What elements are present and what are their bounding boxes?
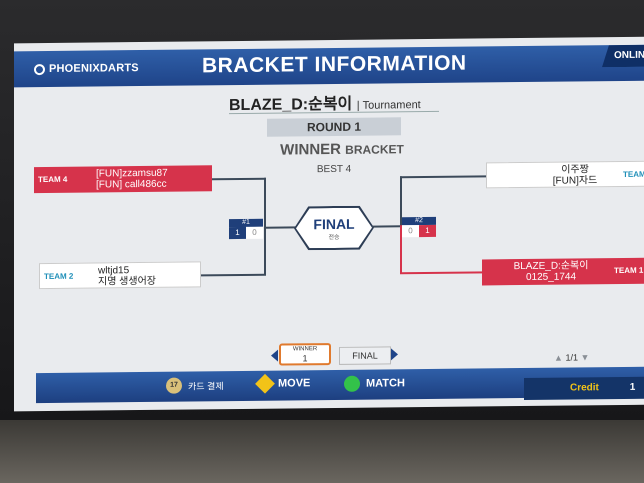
- credit-display: Credit 1: [524, 376, 644, 401]
- bracket-line: [264, 226, 296, 229]
- card-payment-label: 카드 결제: [188, 380, 224, 392]
- player-name: [FUN]zzamsu87: [96, 167, 168, 180]
- final-tab[interactable]: FINAL: [339, 346, 391, 365]
- logo-text: PHOENIXDARTS: [49, 62, 139, 75]
- score-cell: 1: [419, 224, 436, 238]
- winner-tab-number: 1: [302, 353, 308, 364]
- match-score-left: #1 1 0: [229, 218, 263, 240]
- player-names: [FUN]zzamsu87 [FUN] call486cc: [96, 168, 168, 191]
- credit-label: Credit: [570, 382, 599, 394]
- card-icon: 17: [166, 377, 182, 394]
- dpad-icon: [255, 373, 275, 394]
- bracket-line: [201, 273, 266, 277]
- entry-left-top[interactable]: TEAM 4 [FUN]zzamsu87 [FUN] call486cc: [34, 165, 212, 194]
- match-hint: MATCH: [344, 375, 405, 392]
- machine-base: [0, 420, 644, 483]
- team-label: TEAM 4: [38, 174, 68, 185]
- round-label: ROUND 1: [267, 117, 401, 137]
- bracket-screen: PHOENIXDARTS BRACKET INFORMATION ONLIN B…: [14, 36, 644, 412]
- card-payment[interactable]: 17 카드 결제: [166, 377, 224, 394]
- bracket-line: [400, 175, 486, 179]
- player-names: wltjd15 지명 생생어장: [98, 265, 156, 288]
- page-down-icon[interactable]: ▼: [580, 352, 590, 363]
- player-names: BLAZE_D:순복이 0125_1744: [506, 260, 596, 283]
- player-name: wltjd15: [98, 265, 130, 277]
- entry-right-top[interactable]: 이주짱 [FUN]자드 TEAM: [486, 160, 644, 189]
- score-cell: 0: [246, 226, 263, 239]
- online-status-badge: ONLIN: [602, 45, 644, 68]
- nav-right-icon[interactable]: [391, 348, 398, 361]
- page-title: BRACKET INFORMATION: [202, 51, 467, 78]
- page-indicator: 1/1: [565, 352, 578, 363]
- final-sub: 전승: [328, 234, 340, 242]
- tournament-type: | Tournament: [356, 99, 421, 112]
- final-label: FINAL: [313, 215, 355, 233]
- team-label: TEAM: [623, 169, 644, 179]
- logo: PHOENIXDARTS: [34, 62, 139, 75]
- match-score-right: #2 0 1: [402, 216, 436, 238]
- player-name: 지명 생생어장: [98, 275, 156, 288]
- bracket-sub: BRACKET: [345, 142, 404, 157]
- bracket-line-winner: [400, 271, 486, 275]
- player-names: 이주짱 [FUN]자드: [545, 164, 605, 187]
- player-name: 이주짱: [561, 164, 589, 176]
- match-label: MATCH: [366, 377, 405, 390]
- entry-left-bottom[interactable]: TEAM 2 wltjd15 지명 생생어장: [39, 261, 201, 290]
- move-hint: MOVE: [255, 373, 311, 394]
- green-button-icon: [344, 375, 360, 392]
- credit-value: 1: [629, 381, 636, 393]
- player-name: [FUN] call486cc: [96, 178, 167, 191]
- entry-right-bottom[interactable]: BLAZE_D:순복이 0125_1744 TEAM 1: [482, 257, 644, 286]
- nav-left-icon[interactable]: [271, 349, 278, 362]
- bracket-type: WINNER BRACKET: [242, 140, 442, 159]
- score-cell: 1: [229, 226, 246, 240]
- score-cell: 0: [402, 225, 419, 238]
- player-name: BLAZE_D:순복이: [513, 260, 589, 273]
- winner-tab[interactable]: WINNER 1: [279, 343, 331, 366]
- player-name: 0125_1744: [525, 271, 577, 283]
- bracket-line: [372, 225, 402, 228]
- final-node[interactable]: FINAL 전승: [296, 208, 372, 249]
- bracket-line: [212, 177, 266, 181]
- team-label: TEAM 1: [614, 265, 644, 276]
- header-bar: PHOENIXDARTS BRACKET INFORMATION ONLIN: [14, 45, 644, 88]
- page-up-icon[interactable]: ▲: [554, 352, 563, 363]
- pager: ▲ 1/1 ▼: [554, 352, 589, 362]
- player-name: [FUN]자드: [552, 175, 598, 187]
- phoenix-logo-icon: [34, 63, 45, 75]
- move-label: MOVE: [278, 377, 311, 390]
- team-label: TEAM 2: [44, 271, 74, 282]
- bracket-main: WINNER: [280, 140, 341, 159]
- best-of-label: BEST 4: [316, 163, 352, 176]
